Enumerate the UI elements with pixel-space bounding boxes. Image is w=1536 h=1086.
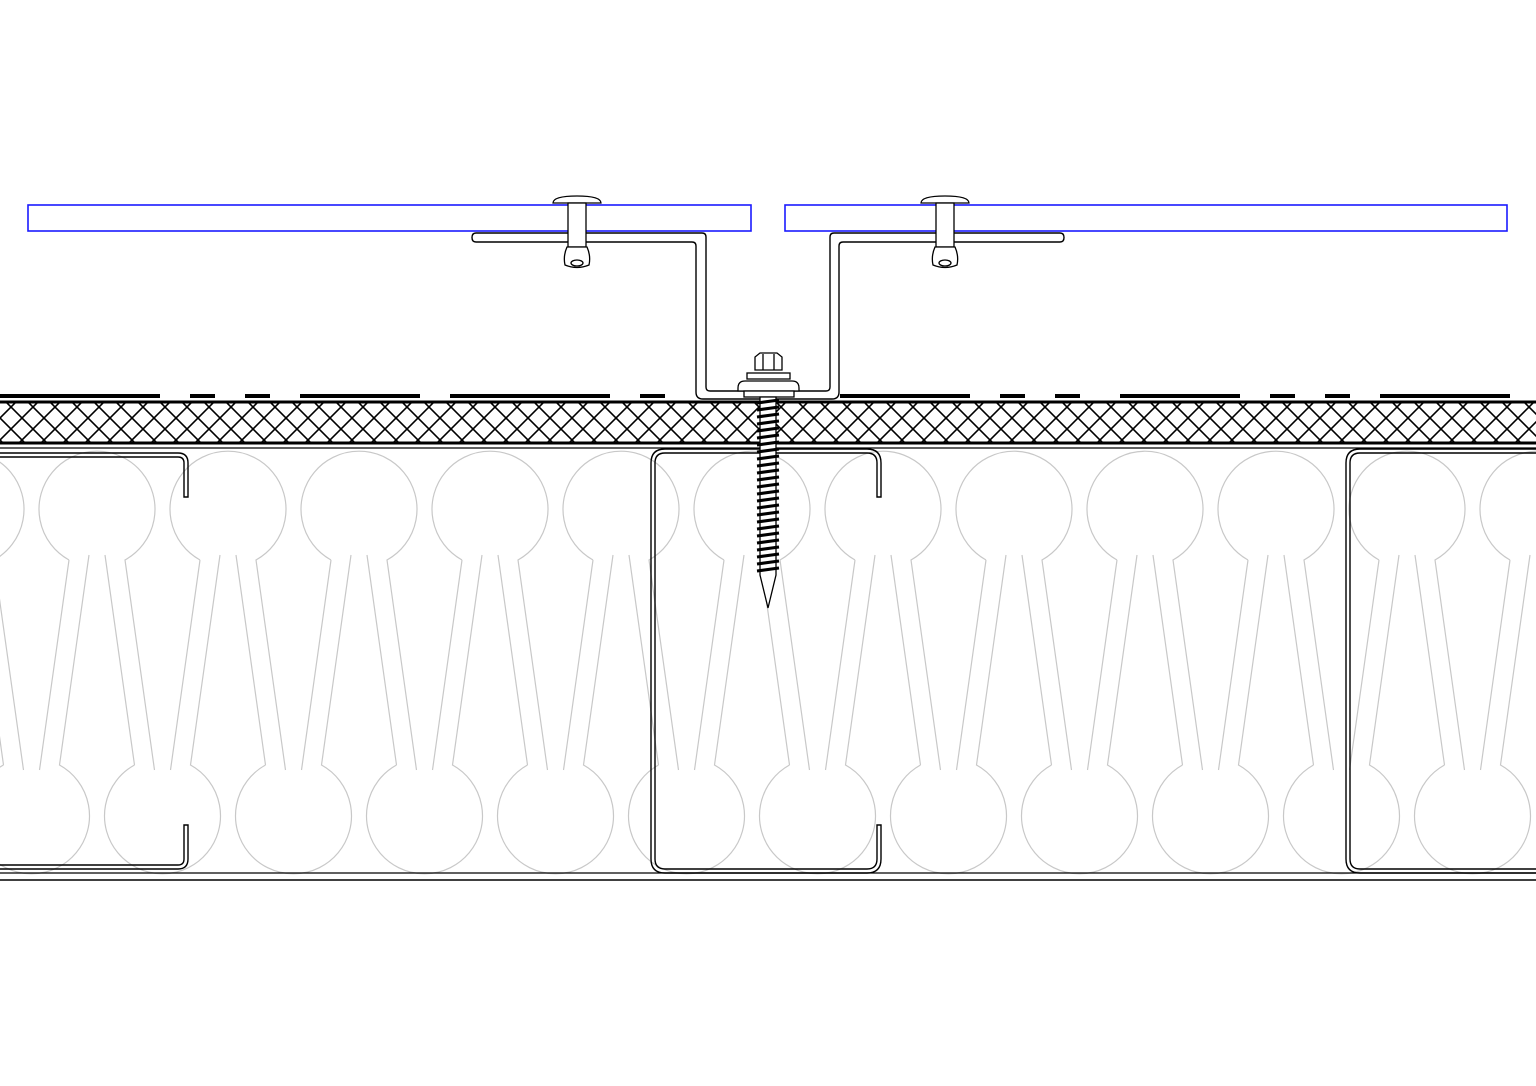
insulation-loop-bottom	[758, 554, 877, 875]
insulation-loop-bottom	[0, 554, 91, 875]
screw-thread	[756, 559, 780, 566]
insulation-loop-bottom	[627, 554, 746, 875]
screw-thread	[756, 468, 780, 475]
batt-insulation	[0, 450, 1536, 875]
screw-thread	[756, 552, 780, 559]
insulation-loop-bottom	[365, 554, 484, 875]
screw-thread	[756, 566, 780, 573]
screw-thread	[756, 545, 780, 552]
insulation-loop-top	[1086, 450, 1204, 771]
blind-rivet	[552, 195, 602, 269]
screw-thread	[756, 398, 780, 405]
screw-thread	[756, 538, 780, 545]
insulation-loop-top	[431, 450, 549, 771]
insulation-loop-bottom	[496, 554, 615, 875]
screw-thread	[756, 419, 780, 426]
insulation-loop-top	[955, 450, 1073, 771]
insulation-loop-top	[300, 450, 418, 771]
c-stud-middle	[650, 448, 882, 874]
insulation-loop-top	[0, 461, 25, 771]
insulation-loop-bottom	[103, 554, 222, 875]
insulation-loop-bottom	[234, 554, 353, 875]
insulation-loop-bottom	[1413, 554, 1532, 875]
screw-thread	[756, 454, 780, 461]
insulation-loop-top	[562, 450, 680, 771]
screw-thread	[756, 517, 780, 524]
c-stud-left	[0, 452, 189, 870]
screw-thread	[756, 426, 780, 433]
screw-thread	[756, 524, 780, 531]
screw-thread	[756, 433, 780, 440]
screw-thread	[756, 447, 780, 454]
insulation-loop-top	[1348, 450, 1466, 771]
insulation-loop-top	[1479, 450, 1536, 771]
insulation-loop-top	[38, 450, 156, 771]
screw-thread	[756, 496, 780, 503]
insulation-loop-top	[1217, 450, 1335, 771]
screw-thread	[756, 405, 780, 412]
insulation-loop-bottom	[889, 554, 1008, 875]
screw-thread	[756, 503, 780, 510]
screw-thread	[756, 440, 780, 447]
c-stud-right	[1345, 448, 1536, 874]
insulation-loop-bottom	[1282, 554, 1401, 875]
blind-rivet	[920, 195, 970, 269]
insulation-loop-top	[169, 450, 287, 771]
screw-thread	[756, 531, 780, 538]
facade-panel-right	[784, 204, 1508, 232]
screw-thread	[756, 412, 780, 419]
insulation-loop-bottom	[1151, 554, 1270, 875]
insulation-loop-bottom	[1020, 554, 1139, 875]
screw-thread	[756, 510, 780, 517]
insulation-loop-top	[824, 450, 942, 771]
screw-thread	[756, 482, 780, 489]
screw-thread	[756, 475, 780, 482]
screw-thread	[756, 489, 780, 496]
insulation-loop-top	[693, 450, 811, 771]
self-drilling-screw	[737, 352, 800, 609]
facade-panel-left	[27, 204, 752, 232]
screw-thread	[756, 461, 780, 468]
z-profile-left	[471, 232, 1065, 400]
